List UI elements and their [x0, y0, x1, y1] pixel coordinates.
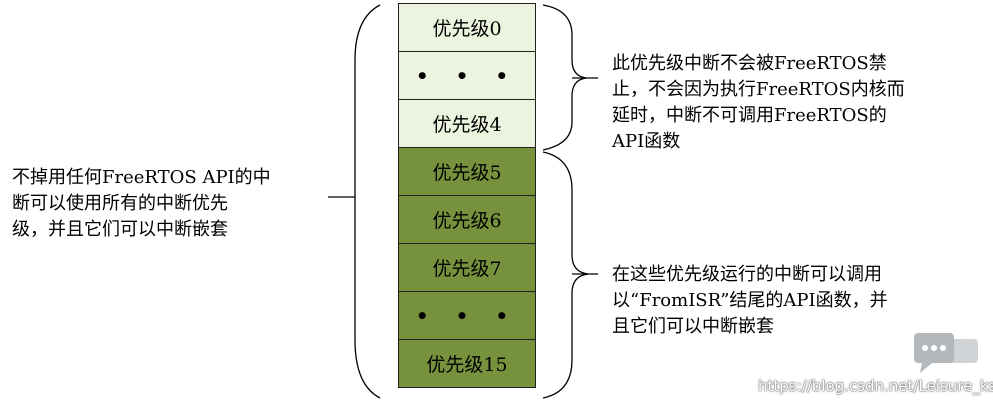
watermark-text: https://blog.csdn.net/Leisure_ksj [758, 377, 993, 395]
note-high-priority: 此优先级中断不会被FreeRTOS禁 止，不会因为执行FreeRTOS内核而 延… [612, 53, 905, 152]
priority-label: 优先级0 [432, 18, 502, 40]
priority-label: 优先级6 [432, 210, 502, 232]
priority-cell-ellipsis-upper: • • • [398, 51, 536, 100]
bottom-right-brace [542, 151, 589, 399]
note-fromisr-priority: 在这些优先级运行的中断可以调用 以“FromISR”结尾的API函数，并 且它们… [612, 264, 888, 337]
priority-label: 优先级7 [432, 258, 502, 280]
priority-cell-6: 优先级6 [398, 195, 536, 244]
priority-cell-5: 优先级5 [398, 147, 536, 196]
priority-cell-0: 优先级0 [398, 3, 536, 52]
priority-cell-ellipsis-lower: • • • [398, 291, 536, 340]
ellipsis-label: • • • [415, 303, 519, 328]
priority-cell-7: 优先级7 [398, 243, 536, 292]
left-brace [354, 4, 381, 399]
priority-stack: 优先级0 • • • 优先级4 优先级5 优先级6 优先级7 • • • 优先级… [398, 3, 536, 388]
note-no-freertos-api: 不掉用任何FreeRTOS API的中 断可以使用所有的中断优先 级，并且它们可… [12, 167, 271, 240]
chat-bubble-icon [914, 333, 978, 373]
priority-cell-15: 优先级15 [398, 339, 536, 388]
priority-label: 优先级4 [432, 114, 502, 136]
ellipsis-label: • • • [415, 63, 519, 88]
priority-label: 优先级5 [432, 162, 502, 184]
priority-label: 优先级15 [426, 354, 508, 376]
priority-cell-4: 优先级4 [398, 99, 536, 148]
